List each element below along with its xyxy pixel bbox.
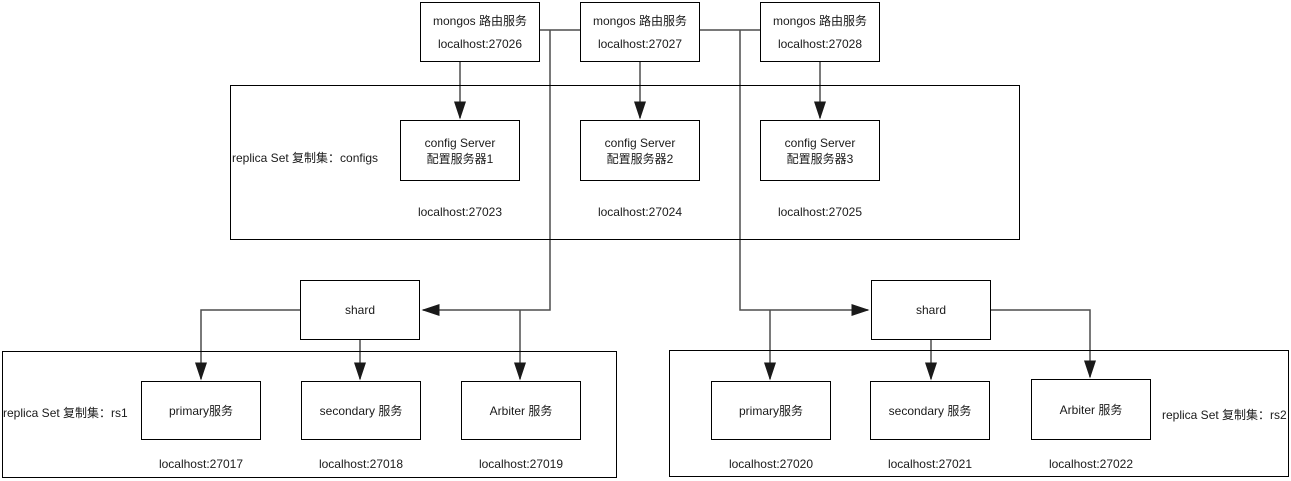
node-config-server-2: config Server 配置服务器2 xyxy=(580,120,700,181)
config-3-host: localhost:27025 xyxy=(777,205,863,219)
rs2-primary-name: primary服务 xyxy=(738,403,803,418)
mongos-3-title: mongos 路由服务 xyxy=(772,13,868,28)
node-rs2-arbiter: Arbiter 服务 xyxy=(1031,379,1151,440)
rs1-container xyxy=(2,351,617,478)
rs1-primary-name: primary服务 xyxy=(168,403,233,418)
config-1-host: localhost:27023 xyxy=(417,205,503,219)
node-rs2-primary: primary服务 xyxy=(711,381,831,440)
rs2-arbiter-name: Arbiter 服务 xyxy=(1059,402,1123,417)
rs1-arbiter-host: localhost:27019 xyxy=(478,457,564,471)
node-rs1-primary: primary服务 xyxy=(141,381,261,440)
shard-2-label: shard xyxy=(915,303,947,317)
config-2-host: localhost:27024 xyxy=(597,205,683,219)
node-mongos-3: mongos 路由服务 localhost:27028 xyxy=(760,2,880,62)
node-rs2-secondary: secondary 服务 xyxy=(870,381,990,440)
config-2-line1: config Server xyxy=(604,135,676,150)
rs1-secondary-host: localhost:27018 xyxy=(318,457,404,471)
rs1-arbiter-name: Arbiter 服务 xyxy=(489,403,553,418)
node-mongos-2: mongos 路由服务 localhost:27027 xyxy=(580,2,700,62)
edge-shard1-primary xyxy=(195,309,300,381)
config-3-line2: 配置服务器3 xyxy=(786,151,854,166)
rs2-secondary-name: secondary 服务 xyxy=(888,403,972,418)
mongos-3-host: localhost:27028 xyxy=(777,36,863,51)
mongos-2-host: localhost:27027 xyxy=(597,36,683,51)
rs2-arbiter-host: localhost:27022 xyxy=(1048,457,1134,471)
config-cluster-label: replica Set 复制集：configs xyxy=(232,151,379,165)
edge-mongos-shard1 xyxy=(421,30,551,316)
node-rs1-arbiter: Arbiter 服务 xyxy=(461,381,581,440)
mongos-2-title: mongos 路由服务 xyxy=(592,13,688,28)
shard-1-label: shard xyxy=(344,303,376,317)
node-rs1-secondary: secondary 服务 xyxy=(301,381,421,440)
mongos-1-title: mongos 路由服务 xyxy=(432,13,528,28)
rs2-label: replica Set 复制集：rs2 xyxy=(1162,408,1287,422)
edge-shard2-arbiter xyxy=(991,309,1096,379)
rs2-container xyxy=(669,350,1289,477)
rs2-primary-host: localhost:27020 xyxy=(728,457,814,471)
rs2-secondary-host: localhost:27021 xyxy=(887,457,973,471)
config-cluster-container xyxy=(230,85,1020,240)
config-3-line1: config Server xyxy=(784,135,856,150)
mongos-1-host: localhost:27026 xyxy=(437,36,523,51)
config-2-line2: 配置服务器2 xyxy=(606,151,674,166)
node-config-server-3: config Server 配置服务器3 xyxy=(760,120,880,181)
node-shard-2: shard xyxy=(871,280,991,340)
config-1-line2: 配置服务器1 xyxy=(426,151,494,166)
config-1-line1: config Server xyxy=(424,135,496,150)
node-config-server-1: config Server 配置服务器1 xyxy=(400,120,520,181)
node-mongos-1: mongos 路由服务 localhost:27026 xyxy=(420,2,540,62)
edge-mongos-shard2 xyxy=(739,30,870,316)
rs1-secondary-name: secondary 服务 xyxy=(319,403,403,418)
rs1-primary-host: localhost:27017 xyxy=(158,457,244,471)
node-shard-1: shard xyxy=(300,280,420,340)
rs1-label: replica Set 复制集：rs1 xyxy=(3,406,128,420)
